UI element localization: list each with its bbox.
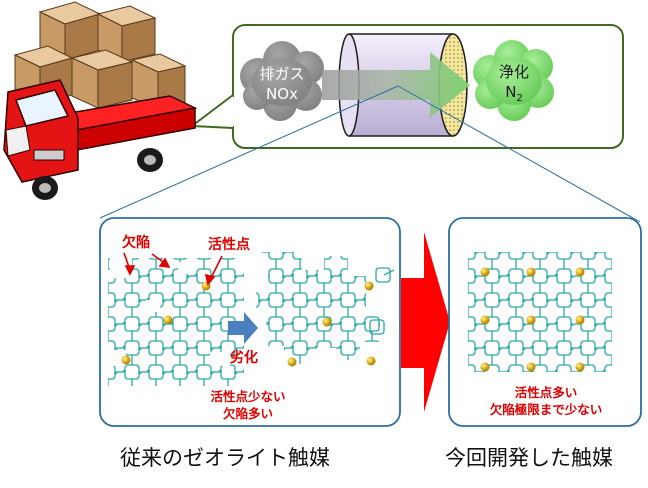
active-site [526, 362, 536, 372]
active-site [480, 315, 490, 325]
degraded-lattice-fragments [369, 267, 395, 335]
developed-caption: 今回開発した触媒 [445, 446, 613, 470]
exhaust-cloud-icon [240, 41, 324, 121]
developed-note: 活性点多い 欠陥極限まで少ない [466, 384, 626, 418]
conventional-caption: 従来のゼオライト触媒 [120, 446, 330, 470]
conventional-note-line1: 活性点少ない [210, 389, 286, 404]
zoom-line-left [99, 85, 399, 219]
active-site [526, 315, 536, 325]
nitrogen-subscript: 2 [516, 93, 523, 104]
active-site [366, 356, 376, 366]
conventional-note-line2: 欠陥多い [222, 406, 273, 421]
developed-active-sites [480, 267, 585, 372]
active-site [480, 267, 490, 277]
active-site [322, 317, 332, 327]
developed-lattice [468, 252, 612, 372]
nitrogen-symbol: N [505, 83, 517, 101]
defect-label: 欠陥 [122, 235, 150, 251]
active-site-label: 活性点 [208, 237, 250, 253]
gas-flow-arrow [322, 52, 470, 118]
active-site [575, 362, 585, 372]
active-site [575, 267, 585, 277]
active-site [526, 267, 536, 277]
degradation-label: 劣化 [230, 350, 258, 366]
callout-pointer [189, 94, 234, 129]
active-site [575, 315, 585, 325]
active-site [163, 315, 173, 325]
purified-cloud-icon [473, 40, 554, 121]
active-site [480, 362, 490, 372]
exhaust-label-line2: NOx [266, 85, 298, 103]
conventional-lattice [108, 258, 244, 386]
purified-label-line1: 浄化 [498, 63, 529, 81]
big-red-arrow-icon [401, 232, 450, 412]
purified-label: 浄化 N2 [479, 62, 549, 109]
exhaust-label: 排ガス NOx [242, 64, 322, 104]
degradation-arrow-icon [228, 312, 258, 344]
purified-label-line2: N2 [479, 82, 549, 109]
exhaust-label-line1: 排ガス [259, 65, 305, 83]
developed-note-line2: 欠陥極限まで少ない [489, 402, 603, 417]
truck-icon [3, 1, 198, 200]
active-site [364, 281, 374, 291]
active-site [287, 357, 297, 367]
zoom-line-right [397, 85, 641, 223]
active-site [121, 355, 131, 365]
annotation-pointers [123, 252, 223, 286]
conventional-note: 活性点少ない 欠陥多い [196, 388, 300, 422]
developed-note-line1: 活性点多い [514, 385, 578, 400]
